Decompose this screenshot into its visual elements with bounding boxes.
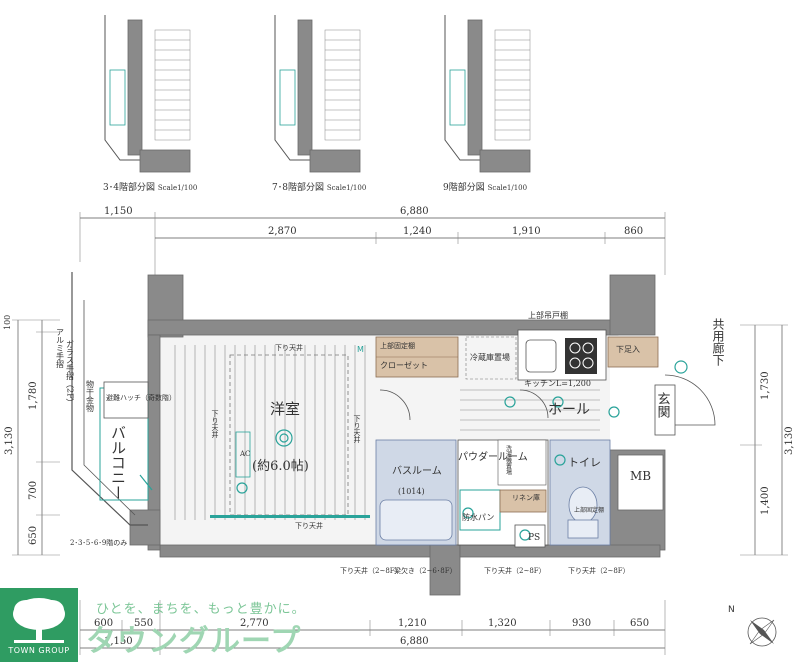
dim-left-seg-4: 650 bbox=[28, 526, 39, 545]
dim-right-seg-2: 1,400 bbox=[760, 486, 771, 515]
dim-left-seg-2: 1,780 bbox=[28, 381, 39, 410]
room-linen: リネン庫 bbox=[512, 493, 540, 502]
compass-north-label: N bbox=[728, 605, 735, 615]
label-fixture: 物干金物 bbox=[86, 379, 95, 413]
dim-bottom-seg-7: 650 bbox=[630, 618, 649, 629]
partial-plan-9 bbox=[444, 15, 531, 173]
room-shoe: 下足入 bbox=[616, 345, 640, 354]
room-ps: PS bbox=[528, 533, 540, 543]
room-waterproof-pan: 防水パン bbox=[462, 512, 494, 522]
brand-name: タウングループ bbox=[86, 624, 302, 659]
dim-bottom-seg-1: 600 bbox=[94, 618, 113, 629]
label-upper-fixed-shelf: 上部固定棚 bbox=[380, 341, 415, 350]
label-lowered-ceiling-vertical: 下り天井 bbox=[211, 410, 219, 439]
tree-icon bbox=[13, 598, 65, 643]
brand-logo bbox=[0, 588, 78, 662]
room-western-size: (約6.0帖) bbox=[252, 459, 309, 474]
dimension-bottom: 600 550 2,770 1,210 1,320 930 650 1,150 … bbox=[79, 600, 666, 655]
western-room-floor bbox=[174, 345, 366, 520]
label-ac: AC bbox=[239, 450, 250, 458]
label-lowered-ceiling-2-8-c: 下り天井（2~8F） bbox=[568, 566, 630, 575]
label-m: M bbox=[357, 345, 364, 354]
dim-top-seg-2: 1,240 bbox=[403, 226, 432, 237]
dim-right-seg-1: 1,730 bbox=[760, 371, 771, 400]
dim-left-seg-1: 100 bbox=[3, 315, 12, 330]
label-upper-cabinet: 上部吊戸棚 bbox=[528, 310, 568, 320]
label-lowered-ceiling-2-8-b: 下り天井（2~8F） bbox=[484, 566, 546, 575]
dim-bottom-seg-4: 1,210 bbox=[398, 618, 427, 629]
partial-plan-7-8 bbox=[274, 15, 361, 173]
brand-slogan: ひとを、まちを、もっと豊かに。 bbox=[96, 602, 306, 617]
room-balcony: バルコニー bbox=[109, 425, 127, 500]
partial-plan-caption-1: 3･4階部分図 Scale1/100 bbox=[103, 181, 197, 193]
dim-top-overall-1: 1,150 bbox=[104, 206, 133, 217]
dimension-top: 1,150 6,880 2,870 1,240 1,910 860 bbox=[79, 206, 666, 275]
room-mb: MB bbox=[630, 469, 651, 483]
dim-top-seg-3: 1,910 bbox=[512, 226, 541, 237]
label-handrail: アルミ手摺 bbox=[56, 328, 65, 369]
partial-plan-3-4 bbox=[104, 15, 191, 173]
room-western: 洋室 bbox=[270, 400, 300, 418]
room-fridge: 冷蔵庫置場 bbox=[470, 352, 510, 362]
label-glass-handrail: ガラス手摺（2F） bbox=[66, 340, 75, 407]
dim-left-seg-3: 700 bbox=[28, 481, 39, 500]
partial-plan-caption-3: 9階部分図 Scale1/100 bbox=[443, 181, 527, 193]
room-hall: ホール bbox=[548, 402, 590, 418]
room-bath-size: (1014) bbox=[398, 487, 425, 496]
room-powder: パウダールーム bbox=[458, 450, 528, 463]
label-lowered-ceiling-2-8: 下り天井（2~8F） bbox=[340, 566, 402, 575]
label-floors-note: 2･3･5･6･9階のみ bbox=[70, 538, 127, 547]
label-lowered-ceiling: 下り天井 bbox=[275, 343, 303, 352]
dim-top-seg-1: 2,870 bbox=[268, 226, 297, 237]
dim-right-overall: 3,130 bbox=[784, 426, 795, 455]
dim-bottom-seg-5: 1,320 bbox=[488, 618, 517, 629]
label-lowered-ceiling-vertical-2: 下り天井 bbox=[353, 415, 361, 444]
label-wash-space: 洗濯機置場 bbox=[505, 444, 512, 476]
label-upper-fixed-shelf-toilet: 上部固定棚 bbox=[574, 506, 604, 514]
dimension-left: 100 1,780 700 650 3,130 bbox=[3, 315, 60, 556]
room-toilet: トイレ bbox=[568, 456, 601, 469]
dim-bottom-seg-2: 550 bbox=[134, 618, 153, 629]
compass: N bbox=[728, 605, 777, 647]
room-entrance: 玄関 bbox=[655, 392, 671, 419]
room-corridor: 共用廊下 bbox=[711, 318, 725, 366]
dim-bottom-overall-2: 6,880 bbox=[400, 636, 429, 647]
dim-bottom-seg-6: 930 bbox=[572, 618, 591, 629]
label-lowered-ceiling-bottom: 下り天井 bbox=[295, 521, 323, 530]
room-closet: クローゼット bbox=[380, 360, 428, 370]
dim-bottom-overall-1: 1,150 bbox=[104, 636, 133, 647]
dim-left-overall: 3,130 bbox=[4, 426, 15, 455]
dim-bottom-seg-3: 2,770 bbox=[240, 618, 269, 629]
dimension-right: 1,730 1,400 3,130 bbox=[740, 324, 795, 556]
main-plan bbox=[71, 272, 716, 596]
label-escape-hatch: 避難ハッチ（奇数階） bbox=[106, 393, 176, 402]
dim-top-seg-4: 860 bbox=[624, 226, 643, 237]
label-beam: 梁欠き（2~6･8F） bbox=[394, 566, 457, 575]
label-kitchen: キッチンL=1,200 bbox=[524, 379, 591, 388]
dim-top-overall-2: 6,880 bbox=[400, 206, 429, 217]
partial-plan-caption-2: 7･8階部分図 Scale1/100 bbox=[272, 181, 366, 193]
room-bath: バスルーム bbox=[392, 465, 442, 477]
brand-caption: TOWN GROUP bbox=[8, 646, 70, 655]
